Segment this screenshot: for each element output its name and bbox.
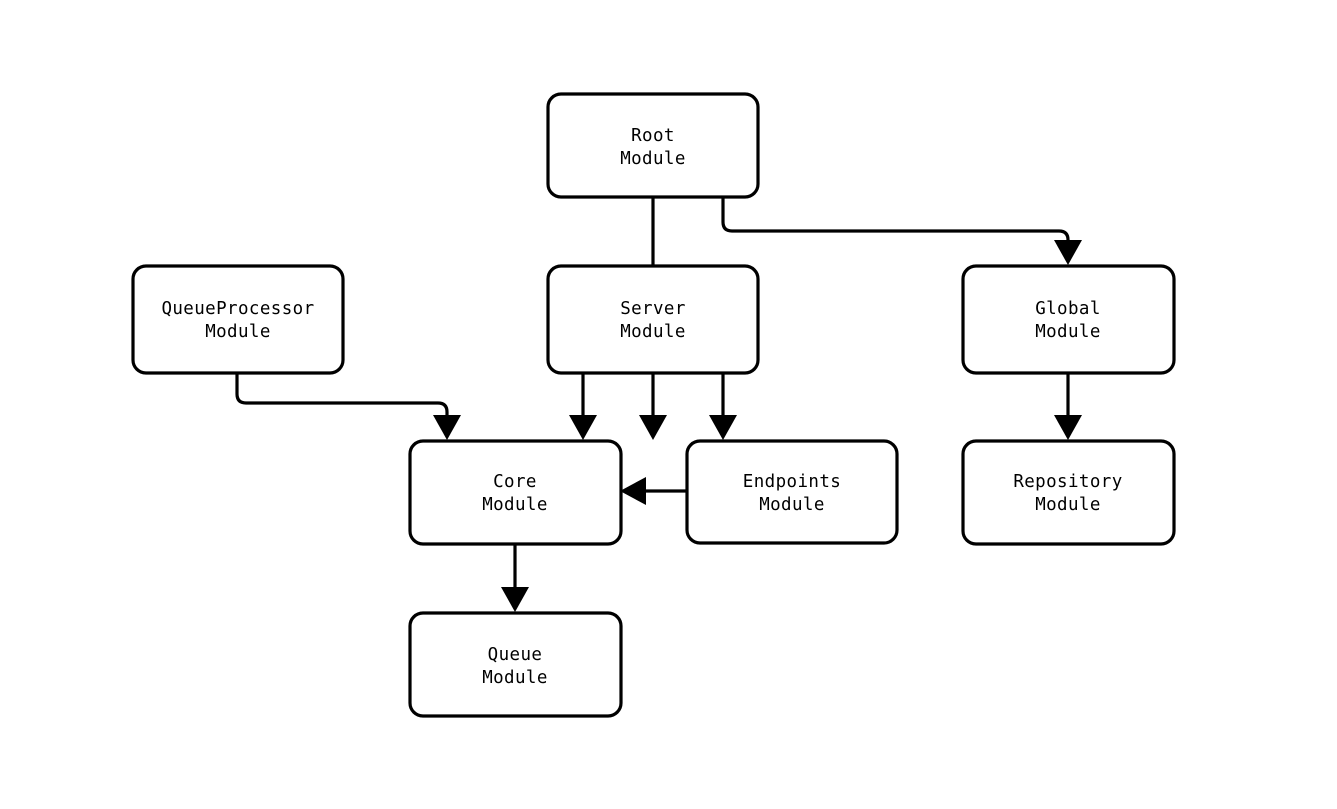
edge-core-to-queue-arrowhead bbox=[501, 587, 529, 612]
server-module-label-line1: Server bbox=[620, 299, 686, 319]
global-module-label-line2: Module bbox=[1035, 322, 1101, 342]
endpoints-module-node[interactable]: Endpoints Module bbox=[685, 439, 899, 545]
edge-server-to-core bbox=[569, 373, 597, 440]
edge-queueprocessor-to-core-line bbox=[235, 373, 449, 421]
queue-module-label-line2: Module bbox=[482, 668, 548, 688]
edge-server-to-endpoints-arrowhead bbox=[709, 415, 737, 440]
queueprocessor-module-label-line2: Module bbox=[205, 322, 271, 342]
global-module-node[interactable]: Global Module bbox=[961, 264, 1176, 375]
server-module-box[interactable] bbox=[546, 264, 760, 375]
core-module-label-line1: Core bbox=[493, 472, 537, 492]
repository-module-label-line1: Repository bbox=[1013, 472, 1122, 492]
root-module-label-line2: Module bbox=[620, 149, 686, 169]
queueprocessor-module-node[interactable]: QueueProcessor Module bbox=[131, 264, 345, 375]
global-module-box[interactable] bbox=[961, 264, 1176, 375]
repository-module-node[interactable]: Repository Module bbox=[961, 439, 1176, 546]
endpoints-module-label-line2: Module bbox=[759, 495, 825, 515]
queueprocessor-module-box[interactable] bbox=[131, 264, 345, 375]
edge-endpoints-to-core-arrowhead bbox=[620, 477, 646, 505]
queue-module-box[interactable] bbox=[408, 611, 623, 718]
edge-root-to-server-arrowhead bbox=[639, 415, 667, 440]
edge-global-to-repository bbox=[1054, 373, 1082, 440]
core-module-label-line2: Module bbox=[482, 495, 548, 515]
server-module-node[interactable]: Server Module bbox=[546, 264, 760, 375]
edge-queueprocessor-to-core bbox=[235, 373, 461, 440]
repository-module-label-line2: Module bbox=[1035, 495, 1101, 515]
core-module-box[interactable] bbox=[408, 439, 623, 546]
edge-root-to-global bbox=[721, 197, 1082, 265]
core-module-node[interactable]: Core Module bbox=[408, 439, 623, 546]
root-module-box[interactable] bbox=[546, 92, 760, 199]
edge-core-to-queue bbox=[501, 544, 529, 612]
repository-module-box[interactable] bbox=[961, 439, 1176, 546]
edge-endpoints-to-core bbox=[620, 477, 687, 505]
edge-root-to-global-arrowhead bbox=[1054, 240, 1082, 265]
edge-server-to-endpoints bbox=[709, 373, 737, 440]
root-module-label-line1: Root bbox=[631, 126, 675, 146]
queueprocessor-module-label-line1: QueueProcessor bbox=[161, 299, 314, 319]
queue-module-label-line1: Queue bbox=[488, 645, 543, 665]
edge-server-to-core-arrowhead bbox=[569, 415, 597, 440]
queue-module-node[interactable]: Queue Module bbox=[408, 611, 623, 718]
server-module-label-line2: Module bbox=[620, 322, 686, 342]
global-module-label-line1: Global bbox=[1035, 299, 1101, 319]
root-module-node[interactable]: Root Module bbox=[546, 92, 760, 199]
endpoints-module-box[interactable] bbox=[685, 439, 899, 545]
endpoints-module-label-line1: Endpoints bbox=[743, 472, 841, 492]
edge-queueprocessor-to-core-arrowhead bbox=[433, 415, 461, 440]
edge-root-to-global-line bbox=[721, 197, 1070, 246]
edge-global-to-repository-arrowhead bbox=[1054, 415, 1082, 440]
